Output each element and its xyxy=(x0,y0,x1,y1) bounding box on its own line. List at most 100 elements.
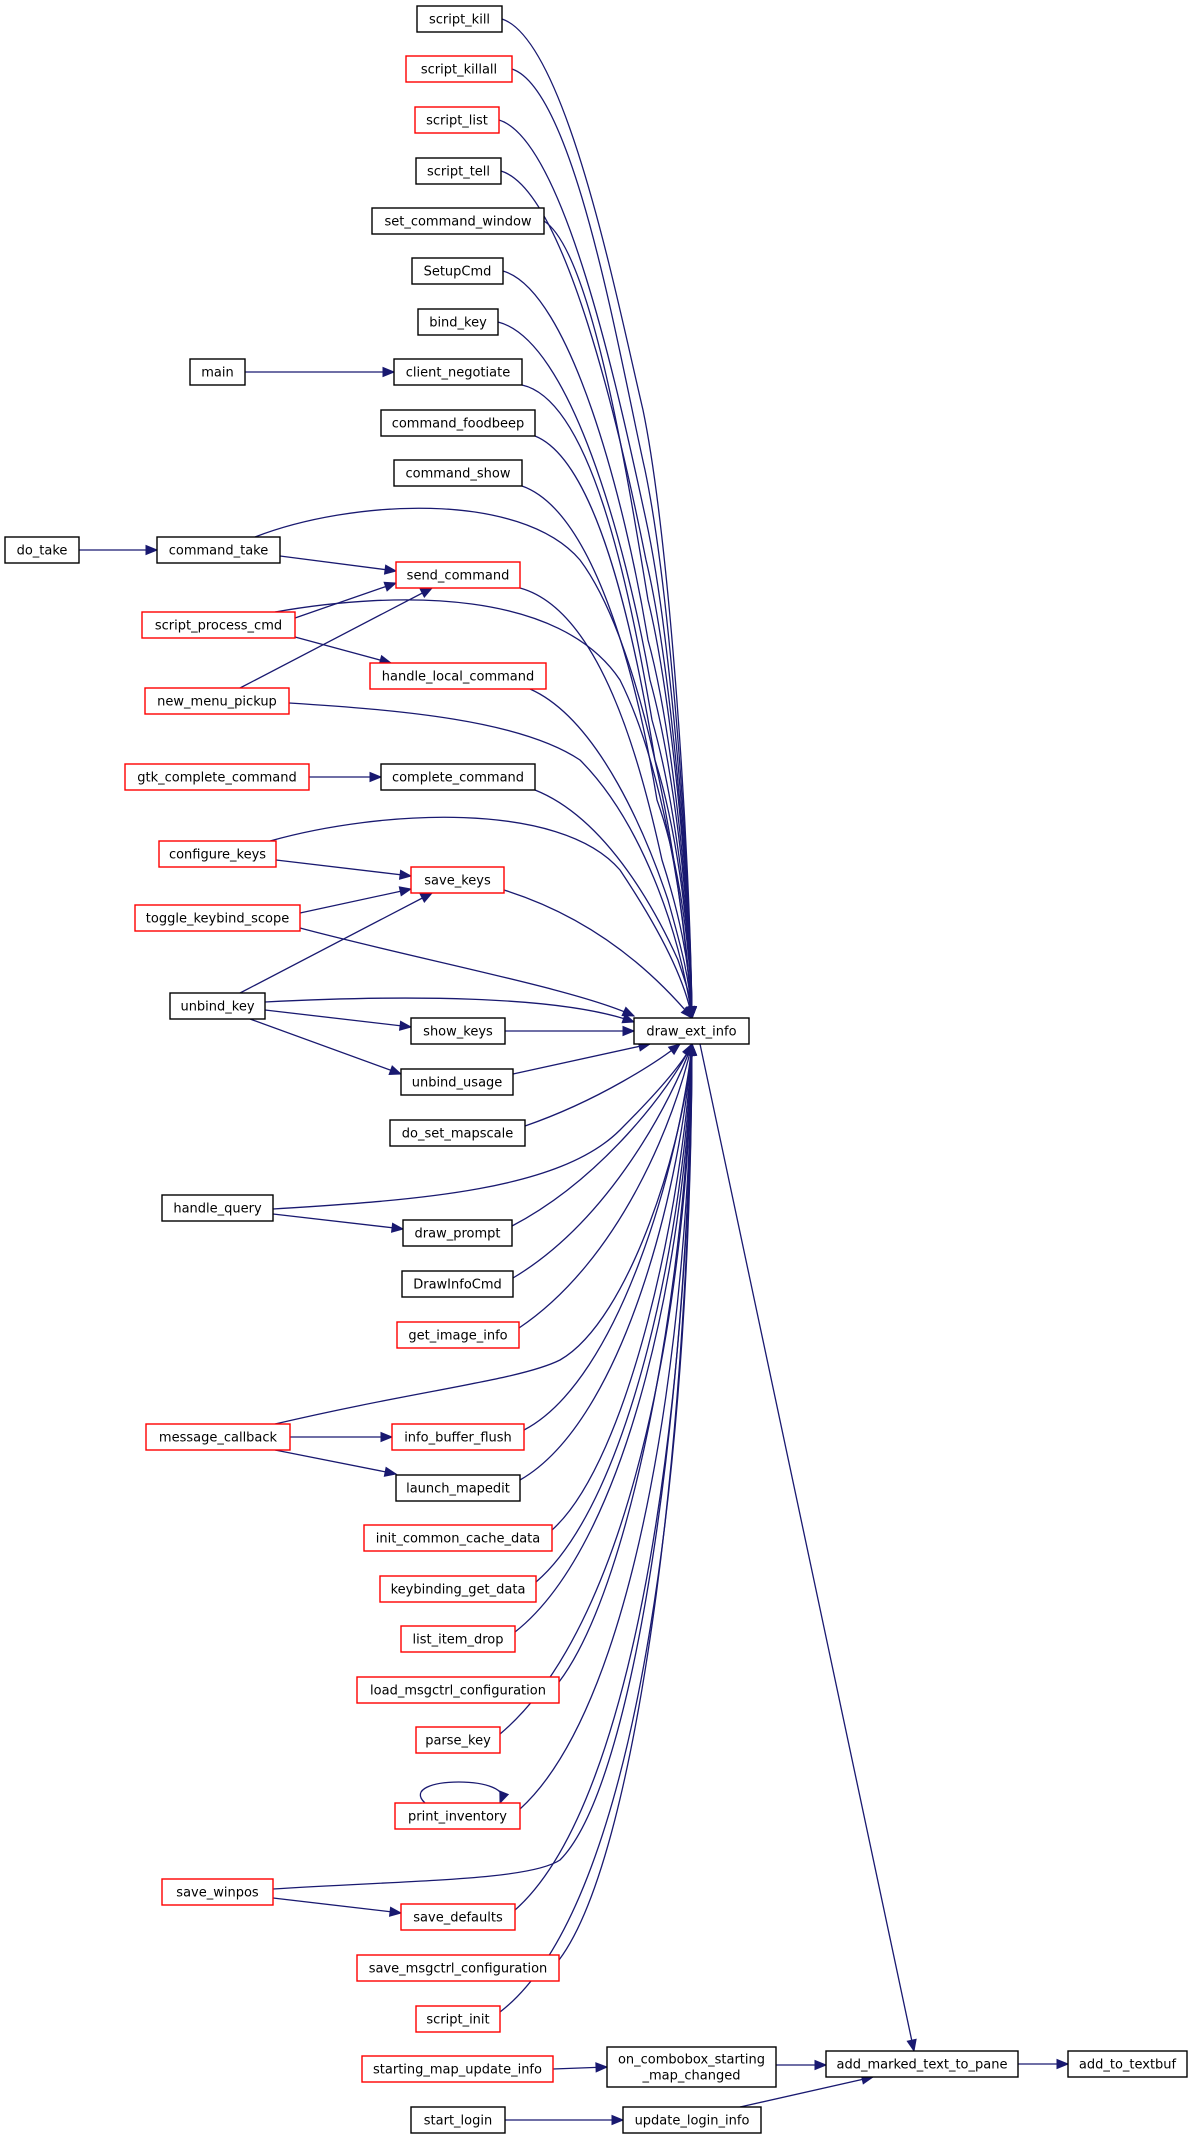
node-box xyxy=(410,1017,506,1045)
node-save-msgctrl-configuration[interactable]: save_msgctrl_configuration xyxy=(356,1954,560,1982)
node-label: on_combobox_starting xyxy=(618,2053,765,2068)
edge-print-inventory-to-print-inventory-arrowhead xyxy=(499,1790,510,1805)
edge-handle-local-command-to-draw-ext-info xyxy=(529,688,693,1019)
node-save-keys[interactable]: save_keys xyxy=(410,866,505,894)
node-bind-key[interactable]: bind_key xyxy=(417,308,499,336)
edge-script-killall-to-draw-ext-info xyxy=(511,68,693,1019)
edge-save-winpos-to-save-defaults-arrowhead xyxy=(388,1906,403,1917)
node-box xyxy=(189,358,246,386)
node-handle-query[interactable]: handle_query xyxy=(161,1194,274,1222)
node-keybinding-get-data[interactable]: keybinding_get_data xyxy=(379,1575,537,1603)
edge-command-show-to-draw-ext-info xyxy=(521,485,693,1019)
node-handle-local-command[interactable]: handle_local_command xyxy=(369,662,547,690)
node-add-marked-text-to-pane[interactable]: add_marked_text_to_pane xyxy=(825,2050,1019,2078)
edge-update-login-info-to-add-marked-text-to-pane xyxy=(739,2076,874,2108)
node-script-kill[interactable]: script_kill xyxy=(416,5,503,33)
node-box xyxy=(124,763,310,791)
node-do-set-mapscale[interactable]: do_set_mapscale xyxy=(389,1119,526,1147)
node-label: complete_command xyxy=(392,771,524,786)
node-do-take[interactable]: do_take xyxy=(4,536,80,564)
node-command-take[interactable]: command_take xyxy=(156,536,281,564)
node-launch-mapedit[interactable]: launch_mapedit xyxy=(395,1474,521,1502)
node-parse-key[interactable]: parse_key xyxy=(415,1726,501,1754)
node-on-combobox-starting-map-changed[interactable]: on_combobox_starting_map_changed xyxy=(606,2046,777,2088)
node-update-login-info[interactable]: update_login_info xyxy=(622,2106,762,2134)
edge-load-msgctrl-configuration-to-draw-ext-info xyxy=(558,1043,693,1683)
node-box xyxy=(361,2055,554,2083)
node-save-defaults[interactable]: save_defaults xyxy=(400,1903,516,1931)
edge-unbind-key-to-show-keys-arrowhead xyxy=(398,1020,413,1031)
node-print-inventory[interactable]: print_inventory xyxy=(394,1802,521,1830)
node-script-list[interactable]: script_list xyxy=(414,106,500,134)
node-box xyxy=(141,611,296,639)
edge-draw-prompt-to-draw-ext-info xyxy=(511,1043,693,1227)
node-command-show[interactable]: command_show xyxy=(393,459,523,487)
node-complete-command[interactable]: complete_command xyxy=(380,763,536,791)
node-box xyxy=(415,157,502,185)
edge-configure-keys-to-draw-ext-info xyxy=(269,816,693,1019)
node-label: draw_ext_info xyxy=(646,1025,736,1040)
edge-toggle-keybind-scope-to-save-keys-arrowhead xyxy=(398,886,413,897)
edge-message-callback-to-launch-mapedit-arrowhead xyxy=(383,1466,398,1477)
node-starting-map-update-info[interactable]: starting_map_update_info xyxy=(361,2055,554,2083)
node-get-image-info[interactable]: get_image_info xyxy=(396,1321,520,1349)
node-set-command-window[interactable]: set_command_window xyxy=(371,207,545,235)
node-unbind-usage[interactable]: unbind_usage xyxy=(400,1068,514,1096)
edge-script-process-cmd-to-send-command-arrowhead xyxy=(383,581,398,592)
node-box xyxy=(145,1423,291,1451)
node-drawinfocmd[interactable]: DrawInfoCmd xyxy=(401,1270,514,1298)
node-start-login[interactable]: start_login xyxy=(410,2106,506,2134)
node-box xyxy=(394,1802,521,1830)
node-box xyxy=(369,662,547,690)
node-gtk-complete-command[interactable]: gtk_complete_command xyxy=(124,763,310,791)
node-new-menu-pickup[interactable]: new_menu_pickup xyxy=(144,687,290,715)
node-box xyxy=(356,1676,560,1704)
node-script-init[interactable]: script_init xyxy=(415,2005,501,2033)
edge-toggle-keybind-scope-to-draw-ext-info xyxy=(299,927,635,1017)
node-toggle-keybind-scope[interactable]: toggle_keybind_scope xyxy=(134,904,301,932)
node-configure-keys[interactable]: configure_keys xyxy=(158,840,277,868)
edge-start-login-to-update-login-info-arrowhead xyxy=(611,2114,625,2126)
node-label: command_take xyxy=(169,544,269,559)
node-script-tell[interactable]: script_tell xyxy=(415,157,502,185)
edge-layer xyxy=(79,18,1070,2126)
node-label: add_marked_text_to_pane xyxy=(837,2058,1008,2073)
node-save-winpos[interactable]: save_winpos xyxy=(161,1878,274,1906)
node-load-msgctrl-configuration[interactable]: load_msgctrl_configuration xyxy=(356,1676,560,1704)
node-info-buffer-flush[interactable]: info_buffer_flush xyxy=(391,1423,525,1451)
edge-print-inventory-to-print-inventory xyxy=(419,1781,503,1804)
node-init-common-cache-data[interactable]: init_common_cache_data xyxy=(363,1524,553,1552)
edge-message-callback-to-info-buffer-flush-arrowhead xyxy=(380,1431,394,1443)
node-list-item-drop[interactable]: list_item_drop xyxy=(400,1625,516,1653)
node-draw-ext-info[interactable]: draw_ext_info xyxy=(633,1017,750,1045)
node-label: send_command xyxy=(407,569,510,584)
edge-do-set-mapscale-to-draw-ext-info-arrowhead xyxy=(667,1043,682,1056)
node-box xyxy=(416,5,503,33)
node-send-command[interactable]: send_command xyxy=(395,561,521,589)
node-box xyxy=(393,459,523,487)
node-main[interactable]: main xyxy=(189,358,246,386)
node-script-killall[interactable]: script_killall xyxy=(405,55,513,83)
node-setupcmd[interactable]: SetupCmd xyxy=(411,257,504,285)
node-box xyxy=(414,106,500,134)
edge-script-process-cmd-to-handle-local-command xyxy=(294,636,392,664)
node-box xyxy=(400,1903,516,1931)
node-unbind-key[interactable]: unbind_key xyxy=(169,992,266,1020)
node-message-callback[interactable]: message_callback xyxy=(145,1423,291,1451)
node-draw-prompt[interactable]: draw_prompt xyxy=(402,1219,513,1247)
node-script-process-cmd[interactable]: script_process_cmd xyxy=(141,611,296,639)
node-box xyxy=(380,409,536,437)
edge-command-take-to-send-command-arrowhead xyxy=(383,564,398,575)
node-box xyxy=(391,1423,525,1451)
node-label: script_kill xyxy=(429,13,490,28)
node-command-foodbeep[interactable]: command_foodbeep xyxy=(380,409,536,437)
node-client-negotiate[interactable]: client_negotiate xyxy=(393,358,523,386)
node-label: script_tell xyxy=(427,165,490,180)
node-show-keys[interactable]: show_keys xyxy=(410,1017,506,1045)
edge-new-menu-pickup-to-draw-ext-info xyxy=(288,702,693,1019)
edge-info-buffer-flush-to-draw-ext-info xyxy=(523,1043,693,1431)
node-add-to-textbuf[interactable]: add_to_textbuf xyxy=(1067,2050,1188,2078)
node-box xyxy=(402,1219,513,1247)
node-label: starting_map_update_info xyxy=(373,2063,542,2078)
node-label: add_to_textbuf xyxy=(1079,2058,1177,2073)
